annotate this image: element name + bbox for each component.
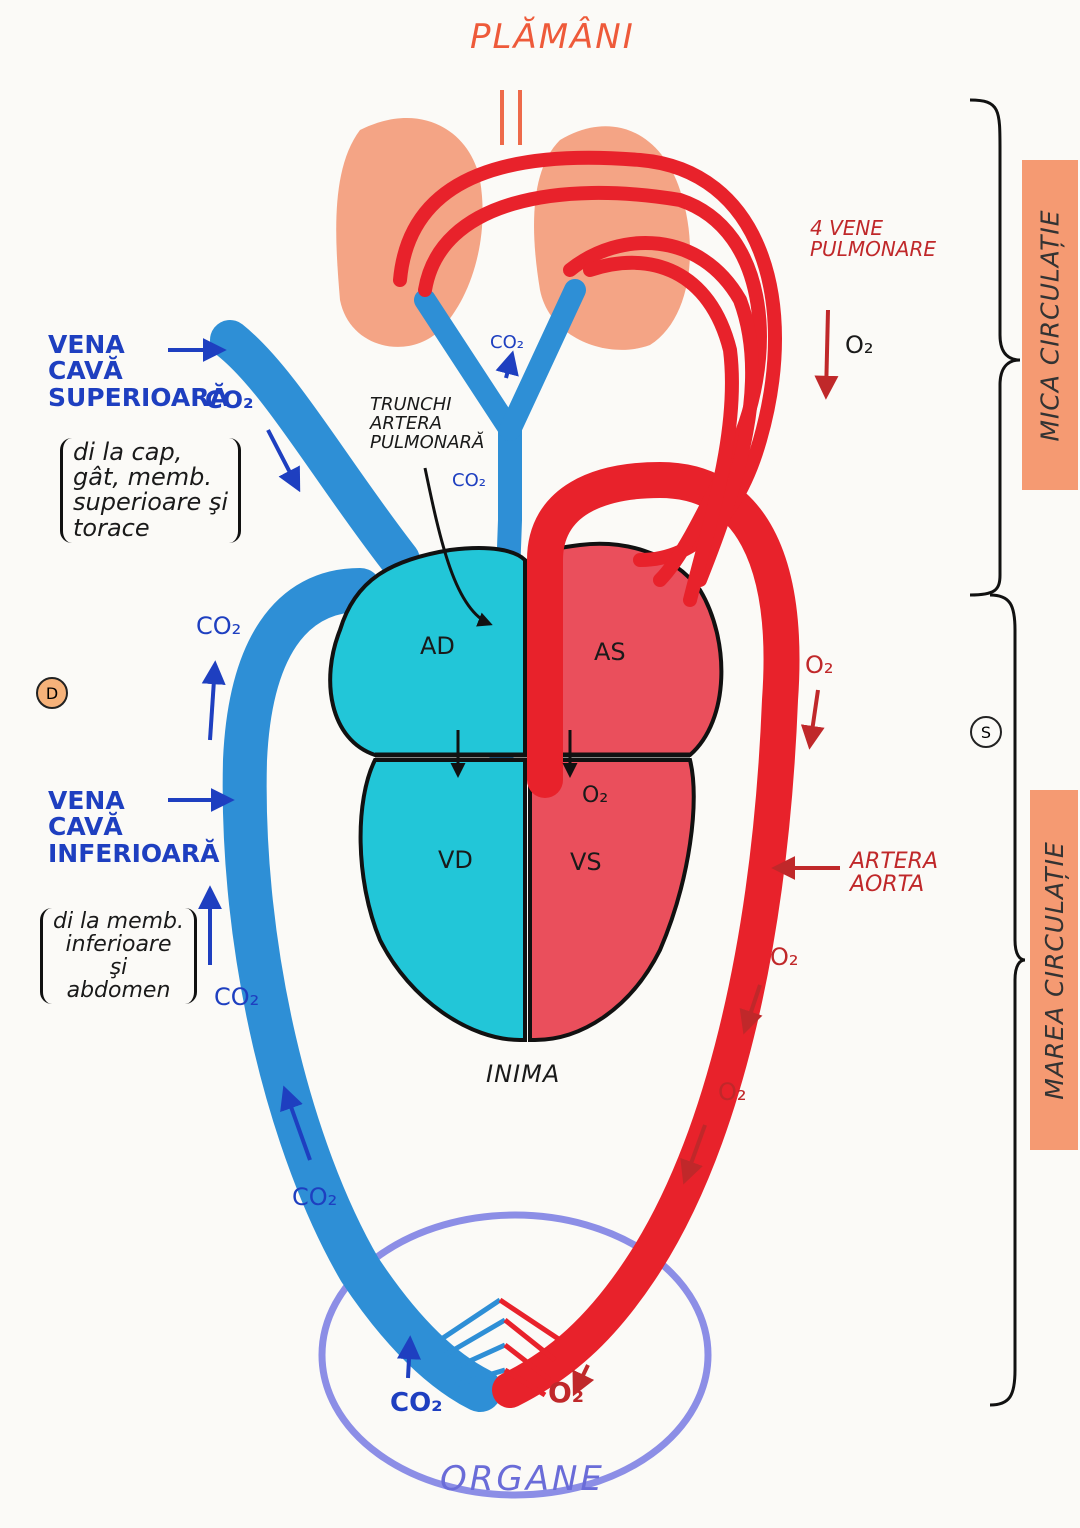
heart-label: INIMA — [486, 1060, 561, 1088]
o2-label-right-lower: O₂ — [718, 1078, 747, 1106]
circuit-mark-s: S — [970, 716, 1002, 748]
chamber-vs: VS — [570, 848, 602, 876]
marea-circulatie-tab: MAREA CIRCULAȚIE — [1030, 790, 1078, 1150]
chamber-ad: AD — [420, 632, 455, 660]
chamber-as: AS — [594, 638, 626, 666]
vena-cava-inferioara-note: di la memb. inferioare şi abdomen — [40, 908, 198, 1005]
o2-label-pulmonary: O₂ — [845, 331, 874, 359]
pulmonary-veins — [393, 150, 782, 607]
mica-circulatie-tab: MICA CIRCULAȚIE — [1022, 160, 1078, 490]
o2-label-right-upper: O₂ — [805, 651, 834, 679]
marea-circulatie-label: MAREA CIRCULAȚIE — [1039, 840, 1069, 1100]
o2-label-heart: O₂ — [582, 783, 609, 808]
mica-circulatie-label: MICA CIRCULAȚIE — [1035, 208, 1065, 442]
vena-cava-superioara-label: VENA CAVĂ SUPERIOARĂ — [48, 330, 229, 412]
trunchi-label: TRUNCHI ARTERA PULMONARĂ — [370, 394, 485, 453]
chamber-vd: VD — [438, 846, 473, 874]
left-ventricle — [528, 758, 696, 1042]
co2-label-trunk-upper: CO₂ — [490, 332, 524, 353]
arterial-capillaries — [498, 1297, 562, 1398]
red-arrows — [572, 309, 840, 1397]
o2-label-right-mid: O₂ — [770, 943, 799, 971]
lungs — [336, 90, 690, 350]
trachea — [500, 90, 522, 145]
right-ventricle — [358, 758, 527, 1042]
organs-ellipse — [318, 1211, 712, 1499]
organs-label: ORGANE — [440, 1459, 605, 1499]
vena-cava-inferior — [222, 568, 502, 1412]
artera-aorta-label: ARTERA AORTA — [850, 849, 939, 898]
co2-label-trunk-lower: CO₂ — [452, 470, 486, 491]
vene-pulmonare-label: 4 VENE PULMONARE — [810, 216, 937, 261]
vena-cava-superior — [210, 320, 420, 580]
circuit-mark-d: D — [36, 677, 68, 709]
co2-label-superior: CO₂ — [205, 386, 254, 414]
co2-label-organs: CO₂ — [390, 1388, 443, 1418]
right-atrium — [328, 546, 527, 757]
heart — [328, 541, 724, 1042]
venous-capillaries — [438, 1297, 507, 1388]
vena-cava-inferioara-label: VENA CAVĂ INFERIOARĂ — [48, 786, 220, 868]
aorta — [492, 461, 800, 1408]
blue-arrows — [168, 338, 519, 1379]
o2-label-organs: O₂ — [548, 1376, 585, 1409]
vena-cava-superioara-note: di la cap, gât, memb. superioare şi tora… — [60, 438, 242, 543]
co2-label-left-lower: CO₂ — [214, 983, 260, 1011]
co2-label-bottom-left: CO₂ — [292, 1183, 338, 1211]
lungs-title: PLĂMÂNI — [470, 17, 635, 57]
circuit-braces — [969, 98, 1026, 1407]
co2-label-left-upper: CO₂ — [196, 612, 242, 640]
pointer-arrows — [423, 467, 578, 778]
